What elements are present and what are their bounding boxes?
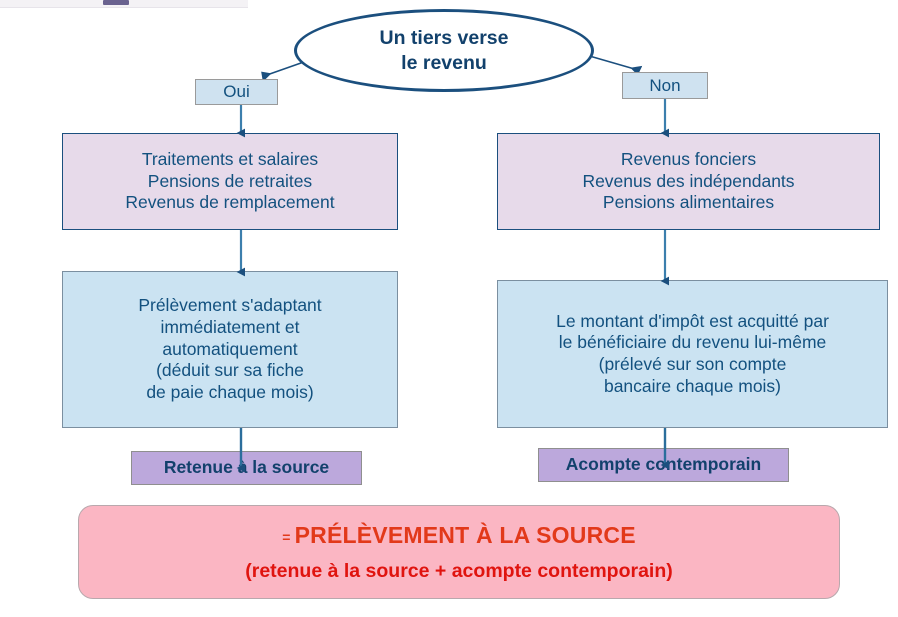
income-right-line-3: Pensions alimentaires xyxy=(602,192,775,213)
desc-left-line-2: immédiatement et xyxy=(160,316,300,337)
summary-headline: PRÉLÈVEMENT À LA SOURCE xyxy=(294,522,636,549)
decision-line-2: le revenu xyxy=(401,51,487,74)
desc-right-line-4: bancaire chaque mois) xyxy=(603,375,782,396)
income-types-left: Traitements et salaires Pensions de retr… xyxy=(62,133,398,230)
decision-line-1: Un tiers verse xyxy=(379,27,509,50)
income-left-line-2: Pensions de retraites xyxy=(147,170,313,191)
summary-headline-row: = PRÉLÈVEMENT À LA SOURCE xyxy=(282,521,636,550)
branch-label-yes: Oui xyxy=(195,79,278,105)
desc-left-line-4: (déduit sur sa fiche xyxy=(156,360,304,381)
desc-right-line-3: (prélevé sur son compte xyxy=(598,354,787,374)
desc-right-line-2: le bénéficiaire du revenu lui-même xyxy=(558,332,827,353)
summary-subline: (retenue à la source + acompte contempor… xyxy=(245,559,673,582)
decision-node-third-party: Un tiers verse le revenu xyxy=(294,9,594,92)
summary-equals-sign: = xyxy=(282,528,291,545)
connector-ellipse-to-non xyxy=(585,54,643,76)
summary-banner: = PRÉLÈVEMENT À LA SOURCE (retenue à la … xyxy=(78,505,840,599)
toolbar-chip-icon xyxy=(103,0,129,5)
description-right: Le montant d'impôt est acquitté par le b… xyxy=(497,280,888,428)
description-left: Prélèvement s'adaptant immédiatement et … xyxy=(62,271,398,428)
desc-left-line-5: de paie chaque mois) xyxy=(146,382,314,403)
income-left-line-1: Traitements et salaires xyxy=(141,148,319,169)
result-acompte-contemporain: Acompte contemporain xyxy=(538,448,789,482)
income-left-line-3: Revenus de remplacement xyxy=(125,192,335,213)
desc-right-line-1: Le montant d'impôt est acquitté par xyxy=(556,310,829,331)
desc-left-line-3: automatiquement xyxy=(162,338,298,359)
top-toolbar-artifact xyxy=(0,0,248,8)
income-types-right: Revenus fonciers Revenus des indépendant… xyxy=(497,133,880,230)
result-retenue-a-la-source: Retenue à la source xyxy=(131,451,362,485)
income-right-line-2: Revenus des indépendants xyxy=(582,170,795,191)
desc-left-line-1: Prélèvement s'adaptant xyxy=(138,295,322,316)
branch-label-no: Non xyxy=(622,72,708,99)
income-right-line-1: Revenus fonciers xyxy=(620,148,757,169)
